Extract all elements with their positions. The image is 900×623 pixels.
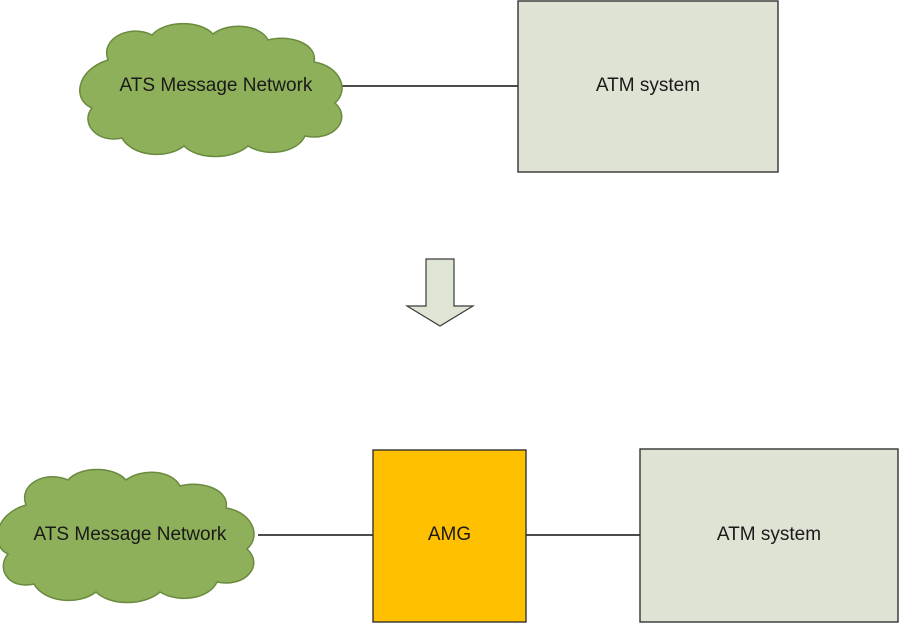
top-atm-system-box [517,0,779,173]
top-atm-system-label: ATM system [595,75,701,96]
bottom-atm-system-label: ATM system [716,524,822,545]
bottom-network-cloud [0,468,255,604]
bottom-atm-system-box [639,448,899,623]
amg-gateway-box [372,449,527,623]
top-network-label: ATS Message Network [119,75,313,96]
amg-label: AMG [427,524,472,545]
bottom-network-label: ATS Message Network [33,524,227,545]
transition-down-arrow [404,258,476,327]
top-network-cloud [79,22,343,158]
